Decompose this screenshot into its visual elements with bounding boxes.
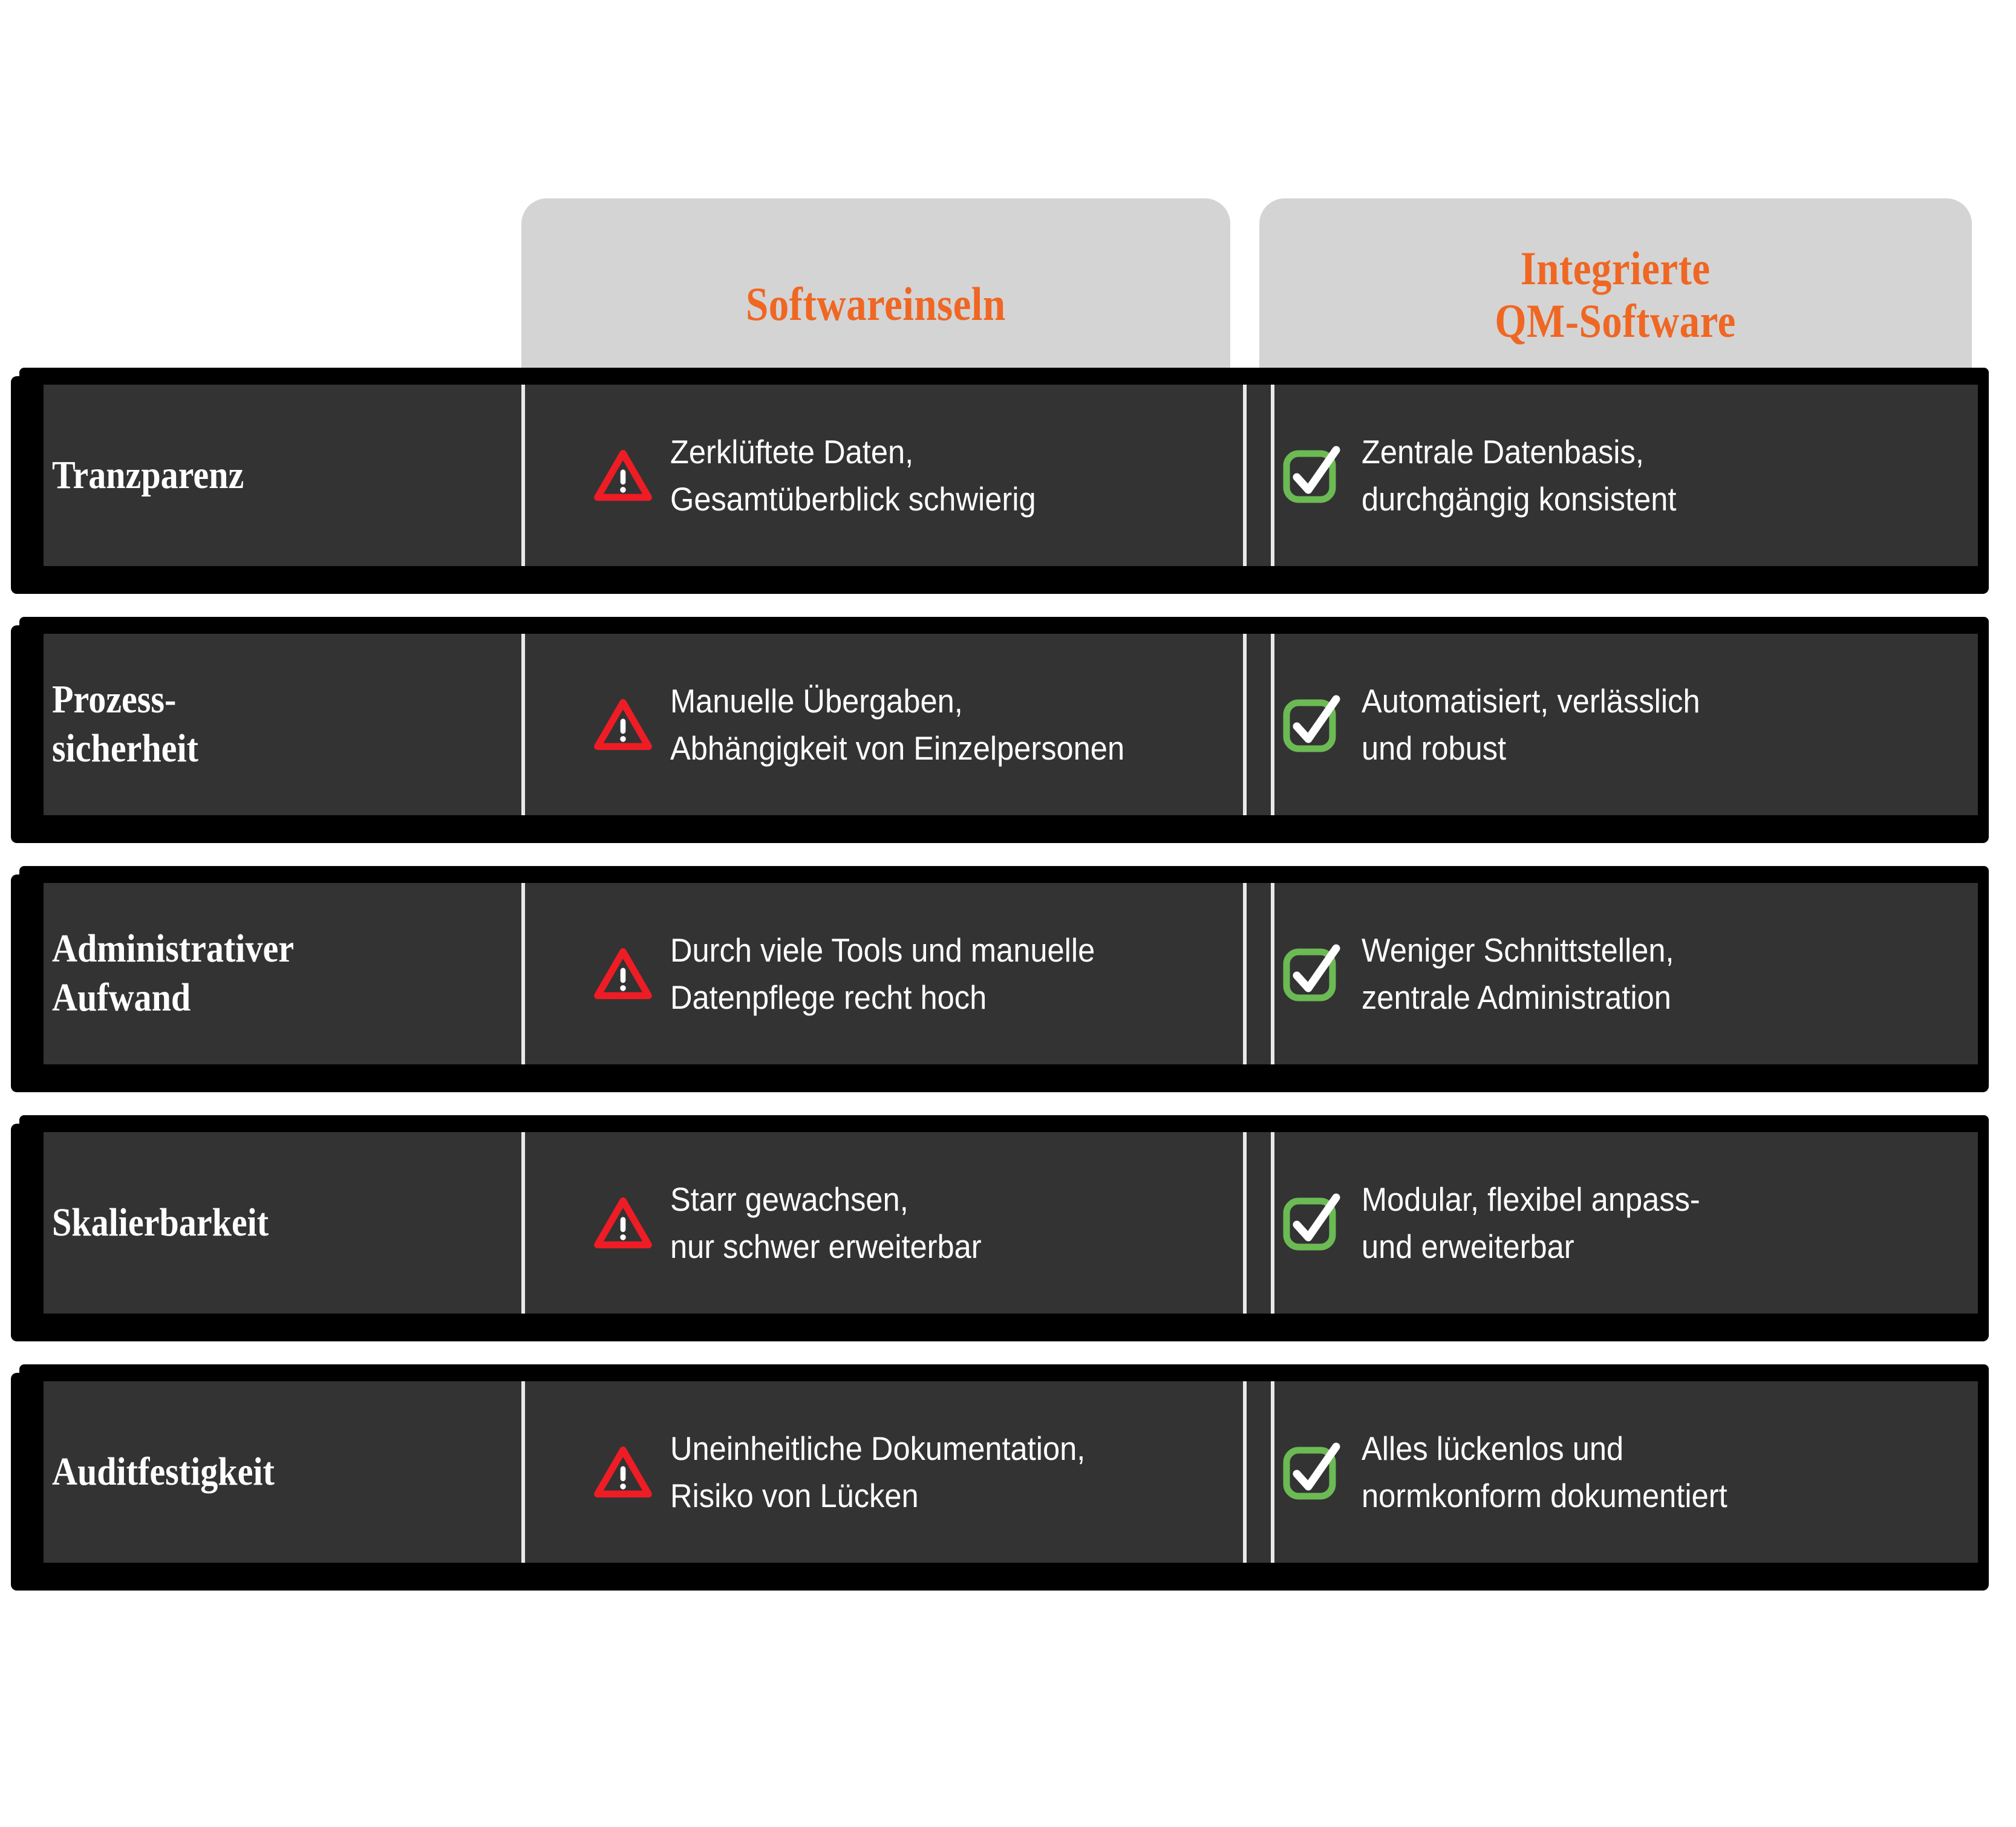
row-label: Skalierbarkeit [52,1200,269,1245]
checkbox-check-icon [1280,693,1343,756]
column-divider-2a [1243,1132,1247,1314]
positive-cell: Zentrale Datenbasis, durchgängig konsist… [1247,385,1978,566]
row-panel: Prozess- sicherheit Manuelle Übergaben, … [44,634,1978,815]
row-label: Prozess- sicherheit [52,677,198,770]
positive-text: Alles lückenlos und normkonform dokument… [1362,1429,1727,1514]
warning-triangle-icon [594,695,652,754]
table-row: Auditfestigkeit Uneinheitliche Dokumenta… [11,1364,1989,1591]
positive-cell: Alles lückenlos und normkonform dokument… [1247,1381,1978,1563]
checkbox-check-icon [1280,444,1343,507]
row-label-cell: Skalierbarkeit [44,1132,521,1314]
row-label: Auditfestigkeit [52,1449,275,1494]
negative-cell: Zerklüftete Daten, Gesamtüberblick schwi… [521,385,1247,566]
positive-text: Automatisiert, verlässlich und robust [1362,682,1700,767]
positive-text: Zentrale Datenbasis, durchgängig konsist… [1362,432,1677,518]
table-row: Tranzparenz Zerklüftete Daten, Gesamtübe… [11,368,1989,594]
negative-text: Zerklüftete Daten, Gesamtüberblick schwi… [670,432,1036,518]
negative-cell: Starr gewachsen, nur schwer erweiterbar [521,1132,1247,1314]
positive-text: Weniger Schnittstellen, zentrale Adminis… [1362,931,1674,1016]
row-panel: Administrativer Aufwand Durch viele Tool… [44,883,1978,1064]
checkbox-check-icon [1280,942,1343,1005]
negative-text: Manuelle Übergaben, Abhängigkeit von Ein… [670,682,1125,767]
row-label-cell: Administrativer Aufwand [44,883,521,1064]
warning-triangle-icon [594,945,652,1003]
warning-triangle-icon [594,1443,652,1501]
header-row: Softwareinseln Integrierte QM-Software [0,0,2016,423]
column-header-softwareinseln: Softwareinseln [521,198,1230,387]
positive-cell: Automatisiert, verlässlich und robust [1247,634,1978,815]
column-divider-1 [521,634,525,815]
negative-cell: Uneinheitliche Dokumentation, Risiko von… [521,1381,1247,1563]
checkbox-check-icon [1280,1441,1343,1503]
column-header-integrierte-qm-software: Integrierte QM-Software [1259,198,1972,387]
table-row: Administrativer Aufwand Durch viele Tool… [11,866,1989,1092]
column-divider-2b [1271,883,1274,1064]
column-divider-2b [1271,385,1274,566]
negative-text: Uneinheitliche Dokumentation, Risiko von… [670,1429,1086,1514]
row-label: Tranzparenz [52,452,244,497]
negative-text: Starr gewachsen, nur schwer erweiterbar [670,1180,982,1265]
column-divider-2b [1271,1381,1274,1563]
warning-triangle-icon [594,1194,652,1252]
row-panel: Skalierbarkeit Starr gewachsen, nur schw… [44,1132,1978,1314]
row-label: Administrativer Aufwand [52,927,295,1020]
column-divider-1 [521,883,525,1064]
negative-text: Durch viele Tools und manuelle Datenpfle… [670,931,1095,1016]
column-divider-2a [1243,634,1247,815]
checkbox-check-icon [1280,1191,1343,1254]
row-panel: Tranzparenz Zerklüftete Daten, Gesamtübe… [44,385,1978,566]
column-divider-2b [1271,1132,1274,1314]
column-divider-1 [521,385,525,566]
negative-cell: Manuelle Übergaben, Abhängigkeit von Ein… [521,634,1247,815]
column-header-label-1: Softwareinseln [746,278,1006,331]
column-divider-2a [1243,385,1247,566]
row-label-cell: Auditfestigkeit [44,1381,521,1563]
row-label-cell: Tranzparenz [44,385,521,566]
column-divider-2a [1243,883,1247,1064]
column-divider-1 [521,1381,525,1563]
column-divider-2b [1271,634,1274,815]
positive-cell: Weniger Schnittstellen, zentrale Adminis… [1247,883,1978,1064]
table-row: Prozess- sicherheit Manuelle Übergaben, … [11,617,1989,843]
column-divider-1 [521,1132,525,1314]
positive-text: Modular, flexibel anpass- und erweiterba… [1362,1180,1700,1265]
positive-cell: Modular, flexibel anpass- und erweiterba… [1247,1132,1978,1314]
column-header-label-2: Integrierte QM-Software [1495,241,1737,347]
warning-triangle-icon [594,446,652,504]
row-panel: Auditfestigkeit Uneinheitliche Dokumenta… [44,1381,1978,1563]
column-divider-2a [1243,1381,1247,1563]
table-row: Skalierbarkeit Starr gewachsen, nur schw… [11,1115,1989,1341]
negative-cell: Durch viele Tools und manuelle Datenpfle… [521,883,1247,1064]
row-label-cell: Prozess- sicherheit [44,634,521,815]
